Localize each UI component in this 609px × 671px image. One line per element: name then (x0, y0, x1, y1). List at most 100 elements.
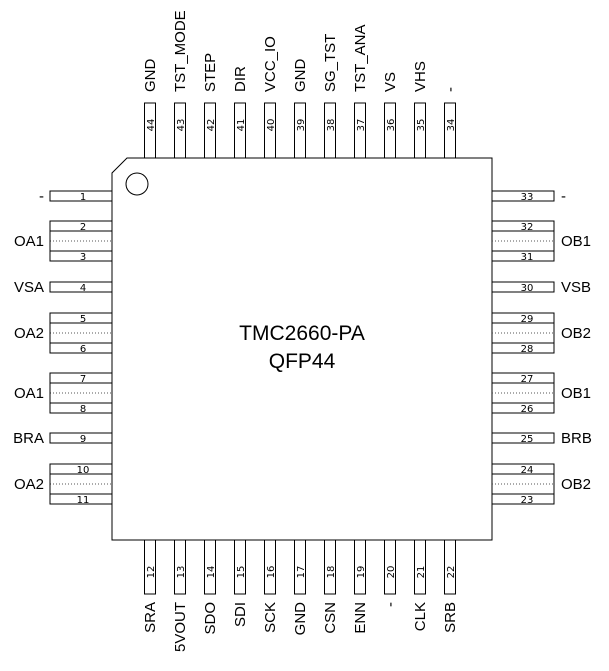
pin-30: 30 VSB (491, 279, 591, 296)
pin-27-lead (491, 372, 555, 384)
pin-number: 44 (146, 119, 157, 132)
pin-group-label: OA2 (14, 476, 44, 493)
pin-23-lead (491, 493, 555, 505)
pin-22-lead (444, 539, 456, 595)
pin-40: 40 VCC_IO (262, 36, 279, 159)
pin-29: 29 (491, 312, 555, 325)
pin-number: 19 (356, 566, 367, 579)
pin-12-lead (144, 539, 156, 595)
pin-group-label: OA2 (14, 325, 44, 342)
pin-16-lead (264, 539, 276, 595)
pin-7: 7 (49, 372, 113, 385)
pin-14-lead (204, 539, 216, 595)
pin-11: 11 (49, 493, 113, 506)
pin-number: 32 (521, 222, 534, 233)
pin-label: BRB (561, 430, 592, 447)
pin-label: GND (292, 602, 309, 636)
pin-1: 1- (39, 188, 113, 205)
pin-number: 43 (176, 119, 187, 132)
pin-label: VHS (412, 61, 429, 92)
pin-label: - (39, 188, 44, 205)
pin1-marker (125, 172, 149, 196)
pin-label: VCC_IO (262, 36, 279, 92)
pin-number: 35 (416, 119, 427, 132)
pin-number: 9 (80, 434, 86, 445)
pin-13-lead (174, 539, 186, 595)
pin-number: 38 (326, 119, 337, 132)
pin-label: SDO (202, 602, 219, 635)
pin-21-lead (414, 539, 426, 595)
pin-label: SRB (442, 602, 459, 633)
pin-20-lead (384, 539, 396, 595)
pin-number: 28 (521, 344, 534, 355)
pin-35: 35 VHS (412, 61, 429, 159)
pin-38-lead (324, 102, 336, 159)
pin-number: 24 (521, 465, 534, 476)
pin-number: 31 (521, 252, 534, 263)
pin-label: TST_MODE (172, 10, 189, 92)
pin-number: 26 (521, 404, 534, 415)
pin-40-lead (264, 102, 276, 159)
pin-label: VS (382, 72, 399, 92)
pin-number: 42 (206, 119, 217, 132)
pin-label: - (561, 188, 566, 205)
pin-label: VSB (561, 279, 591, 296)
pin-number: 14 (206, 566, 217, 579)
pin-label: CSN (322, 602, 339, 634)
pin-number: 33 (521, 192, 534, 203)
pin-label: - (382, 602, 399, 607)
pin-15-lead (234, 539, 246, 595)
chip-name: TMC2660-PA (239, 322, 365, 345)
pin-label: STEP (202, 53, 219, 92)
pin-35-lead (414, 102, 426, 159)
pin-label: SRA (142, 602, 159, 633)
pin-33: 33 - (491, 188, 566, 205)
pin-5: 5 (49, 312, 113, 325)
pin-30-lead (491, 281, 555, 293)
pin-label: CLK (412, 602, 429, 631)
pin-41-lead (234, 102, 246, 159)
pin-group-label: OA1 (14, 385, 44, 402)
pin-10-lead (49, 463, 113, 475)
pin-11-lead (49, 493, 113, 505)
pin-18-lead (324, 539, 336, 595)
pin-number: 23 (521, 495, 534, 506)
pin-33-lead (491, 190, 555, 202)
pin-42: 42 STEP (202, 53, 219, 159)
pin-number: 7 (80, 374, 86, 385)
pin-number: 12 (146, 566, 157, 579)
pin-32: 32 (491, 220, 555, 233)
pin-43-lead (174, 102, 186, 159)
pin-number: 2 (80, 222, 86, 233)
pin-37-lead (354, 102, 366, 159)
pin-23: 23 (491, 493, 555, 506)
pin-24: 24 (491, 463, 555, 476)
pin-number: 20 (386, 566, 397, 579)
pin-number: 40 (266, 119, 277, 132)
pin-label: BRA (13, 430, 44, 447)
pin-36-lead (384, 102, 396, 159)
pin-number: 3 (80, 252, 86, 263)
pin-number: 21 (416, 566, 427, 579)
pin-34: 34- (442, 87, 459, 159)
pin-28-lead (491, 342, 555, 354)
pin-number: 29 (521, 314, 534, 325)
pin-number: 5 (80, 314, 86, 325)
pin-28: 28 (491, 342, 555, 355)
pin-31-lead (491, 250, 555, 262)
pin-number: 30 (521, 283, 534, 294)
pin-label: SCK (262, 602, 279, 633)
pin-26: 26 (491, 402, 555, 415)
chip-body (111, 157, 493, 541)
pin-27: 27 (491, 372, 555, 385)
pin-43: 43 TST_MODE (172, 10, 189, 159)
